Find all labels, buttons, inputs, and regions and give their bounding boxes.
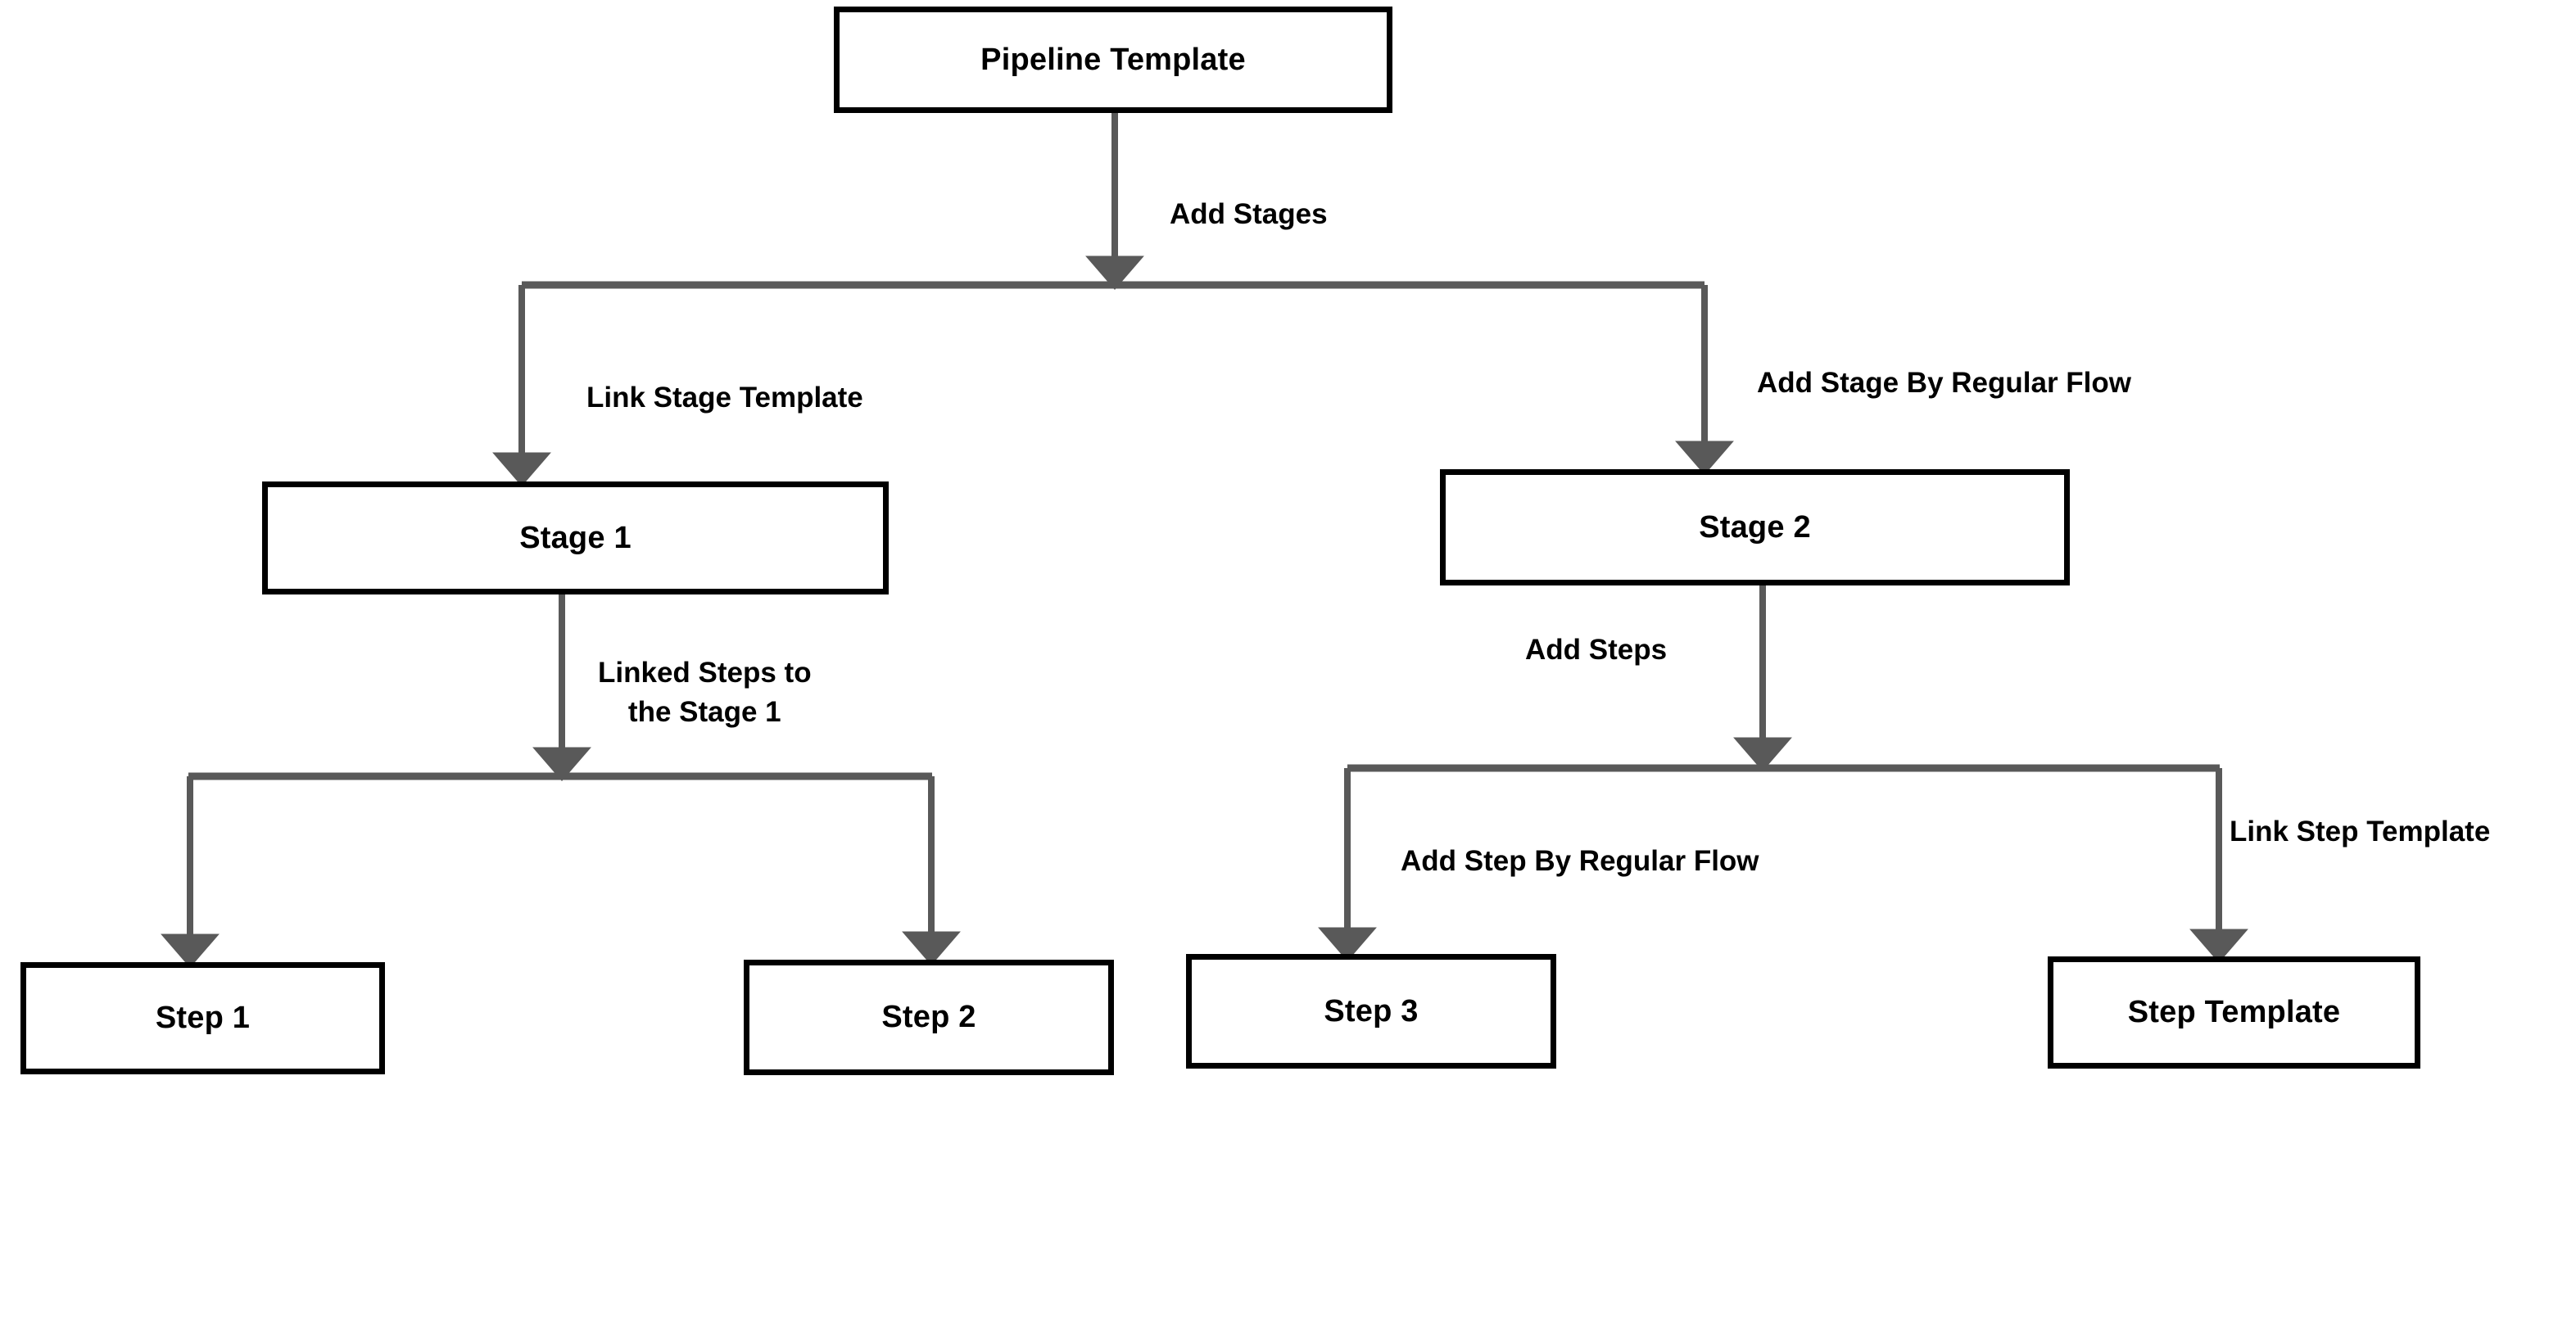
edge-label-add-stage-by-regular-flow: Add Stage By Regular Flow (1757, 367, 2131, 399)
node-label-step-3: Step 3 (1324, 993, 1419, 1028)
node-label-stage-2: Stage 2 (1699, 509, 1811, 545)
edge-label-linked-steps-to-the-stage-1: Linked Steps to the Stage 1 (598, 657, 812, 728)
node-stage-2[interactable]: Stage 2 (1440, 469, 2070, 585)
node-label-step-template: Step Template (2127, 995, 2341, 1029)
edge-label-link-stage-template: Link Stage Template (586, 382, 863, 414)
node-step-2[interactable]: Step 2 (744, 960, 1114, 1075)
node-label-step-2: Step 2 (881, 1000, 976, 1034)
node-step-1[interactable]: Step 1 (20, 962, 385, 1074)
node-pipeline-template[interactable]: Pipeline Template (834, 7, 1392, 113)
node-step-3[interactable]: Step 3 (1186, 954, 1556, 1069)
edge-label-link-step-template: Link Step Template (2230, 816, 2491, 848)
node-label-step-1: Step 1 (155, 1001, 251, 1035)
edge-label-add-step-by-regular-flow: Add Step By Regular Flow (1401, 845, 1759, 877)
node-label-pipeline-template: Pipeline Template (980, 42, 1246, 77)
node-stage-1[interactable]: Stage 1 (262, 481, 889, 594)
node-label-stage-1: Stage 1 (519, 520, 632, 555)
edge-label-add-stages: Add Stages (1170, 198, 1328, 230)
edge-label-add-steps: Add Steps (1525, 634, 1668, 666)
node-step-template[interactable]: Step Template (2048, 956, 2420, 1069)
